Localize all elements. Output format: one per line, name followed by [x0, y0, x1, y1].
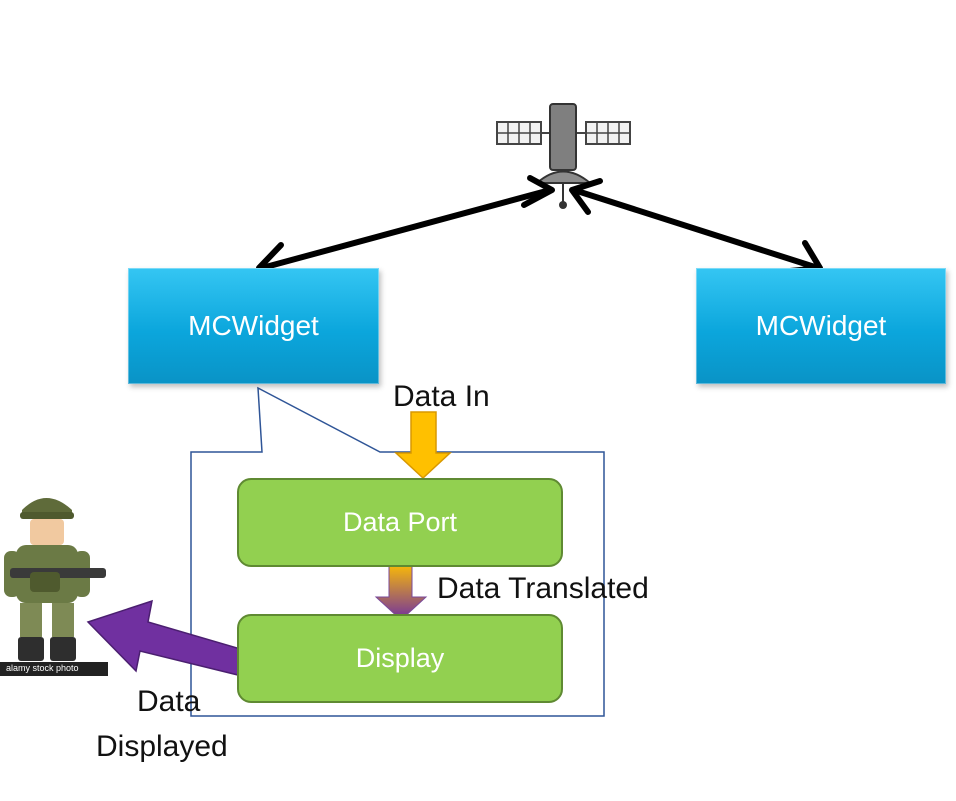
data-port-box: Data Port [237, 478, 563, 567]
label-data-in: Data In [393, 380, 490, 413]
display-box: Display [237, 614, 563, 703]
label-data-displayed-line1: Data [137, 685, 201, 718]
data-translated-arrow [374, 561, 428, 621]
stock-watermark: alamy stock photo [6, 663, 79, 673]
mcwidget-right: MCWidget [696, 268, 946, 384]
satellite-icon [496, 103, 631, 209]
link-arrow-right [569, 178, 823, 274]
label-data-translated: Data Translated [437, 572, 649, 605]
label-data-displayed-line2: Displayed [96, 730, 228, 763]
data-in-arrow [394, 411, 452, 480]
soldier-figure [0, 498, 108, 676]
data-displayed-arrow [86, 599, 245, 677]
link-arrow-left [256, 175, 555, 279]
mcwidget-left: MCWidget [128, 268, 379, 384]
